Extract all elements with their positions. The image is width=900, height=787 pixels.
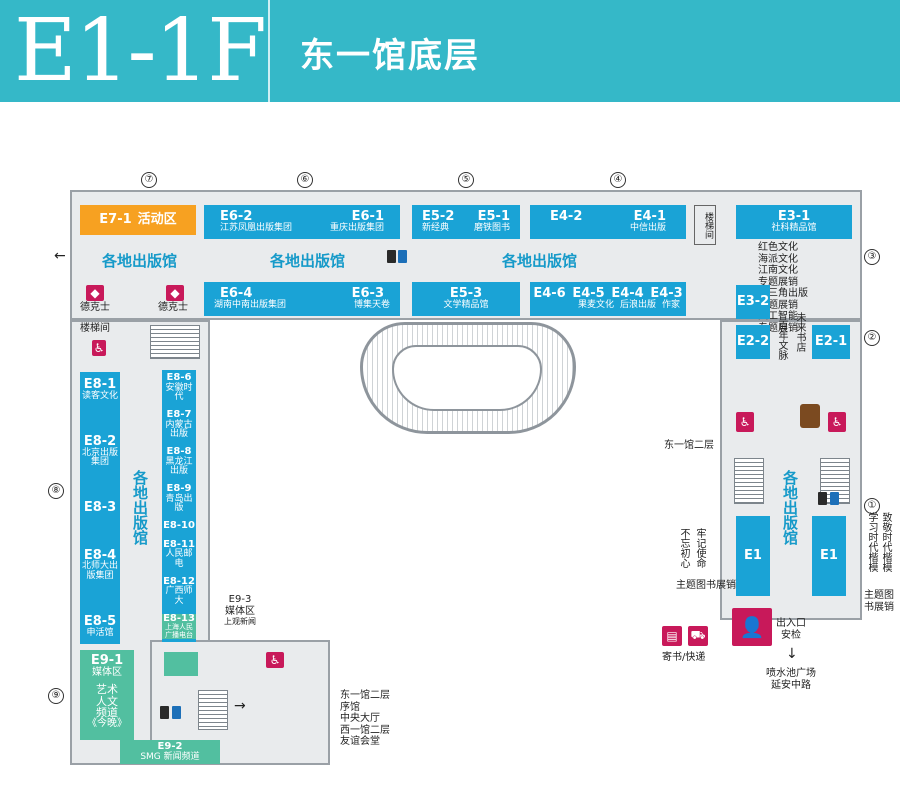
trash-bin-icon [818,492,827,505]
header-divider [268,0,270,102]
floor-title: 东一馆底层 [300,36,480,76]
restroom-icon: ♿ [828,412,846,432]
staircase-landing [392,345,542,411]
axis-7: ⑦ [141,172,157,188]
dekeshi-label-1: 德克士 [80,302,110,313]
hall-label-2: 各地出版馆 [270,252,346,270]
stairs-sw [198,690,228,730]
mail-express-label: 寄书/快递 [662,652,706,663]
axis-8: ⑧ [48,483,64,499]
slogan-3: 学习时代楷模 [866,512,877,572]
slogan-4: 致敬时代楷模 [880,512,891,572]
trash-bin-icon [160,706,169,719]
slogan-1: 不忘初心 [678,528,689,568]
stair-label-west: 楼梯间 [80,323,110,334]
entrance-label: 出入口安检 [776,618,806,641]
restaurant-icon: ◆ [86,285,104,301]
arrow-south: ↓ [786,646,798,662]
to-second-floor: 东一馆二层 [664,440,714,451]
restroom-icon: ♿ [92,340,106,356]
delivery-truck-icon: ⛟ [688,626,708,646]
weilai-shudian: 未来书店 [794,312,805,352]
booth-e1-right[interactable]: E1 [812,516,846,596]
restroom-icon: ♿ [266,652,284,668]
mail-icon: ▤ [662,626,682,646]
e3-theme-list: 红色文化海派文化江南文化专题展销长三角出版专题展销人工智能专题展销 [758,242,808,334]
recycle-bin-icon [830,492,839,505]
axis-3: ③ [864,249,880,265]
stairs-east-left [734,458,764,504]
dekeshi-label-2: 德克士 [158,302,188,313]
recycle-bin-icon [398,250,407,263]
booth-e9-3-block[interactable] [164,652,198,676]
restroom-icon: ♿ [736,412,754,432]
stair-label-top: 楼梯间 [694,205,716,245]
service-desk-icon[interactable]: 👤 [732,608,772,646]
route-note: 东一馆二层序馆中央大厅西一馆二层友谊会堂 [340,690,390,747]
axis-2: ② [864,330,880,346]
recycle-bin-icon [172,706,181,719]
floor-code: E1-1F [14,1,267,101]
hall-label-east: 各地出版馆 [781,470,799,545]
theme-books-right: 主题图书展销 [864,590,894,613]
axis-4: ④ [610,172,626,188]
hall-label-west: 各地出版馆 [131,470,149,545]
booth-e2-2[interactable]: E2-2 [736,325,770,359]
booth-e1-left[interactable]: E1 [736,516,770,596]
fountain-label: 喷水池广场延安中路 [766,668,816,691]
axis-5: ⑤ [458,172,474,188]
trash-bin-icon [387,250,396,263]
booth-e3-2[interactable]: E3-2 [736,285,770,319]
stairs [150,325,200,359]
axis-9: ⑨ [48,688,64,704]
bainian-wenmai: 百年文脉 [776,320,787,360]
cafe-icon [800,404,820,428]
hall-label-3: 各地出版馆 [502,252,578,270]
page-header [0,0,900,102]
slogan-2: 牢记使命 [694,528,705,568]
arrow-east: → [234,698,246,714]
booth-e2-1[interactable]: E2-1 [812,325,850,359]
theme-books-left: 主题图书展销 [676,580,736,591]
exit-arrow-west: ← [54,248,66,264]
hall-label-1: 各地出版馆 [102,252,178,270]
axis-6: ⑥ [297,172,313,188]
axis-1: ① [864,498,880,514]
restaurant-icon: ◆ [166,285,184,301]
